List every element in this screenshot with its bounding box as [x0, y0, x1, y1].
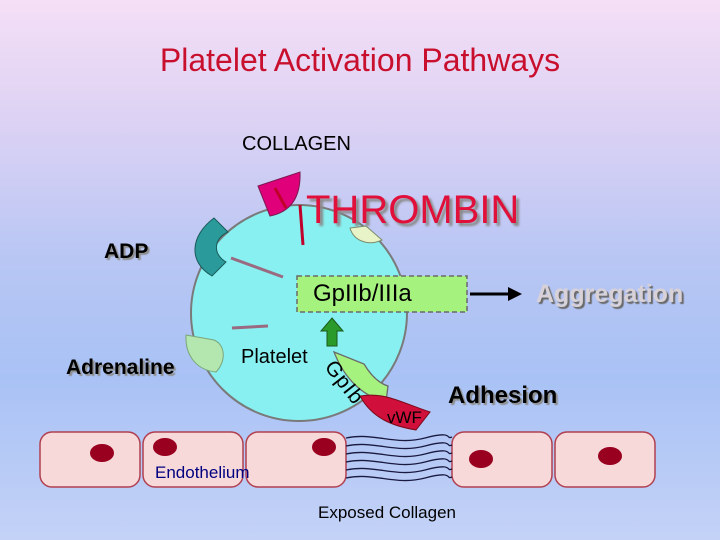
adp-pointer-line [230, 256, 284, 279]
platelet-label: Platelet [241, 346, 308, 368]
exposed-collagen-label: Exposed Collagen [318, 503, 456, 522]
collagen-fibers [345, 434, 453, 482]
nucleus [469, 450, 493, 468]
collagen-label: COLLAGEN [242, 133, 351, 155]
adrenaline-label: Adrenaline [66, 356, 175, 379]
adp-receptor [194, 217, 229, 277]
aggregation-label: Aggregation [536, 280, 684, 308]
endothelium-layer [39, 431, 656, 488]
nucleus [153, 438, 177, 456]
adrenaline-receptor [185, 334, 224, 373]
adrenaline-pointer-line [231, 324, 269, 330]
adp-label: ADP [104, 240, 149, 263]
endothelial-cell [451, 431, 553, 488]
page-title: Platelet Activation Pathways [159, 42, 561, 78]
gpiibiiia-receptor [296, 275, 468, 313]
collagen-pointer-line [273, 187, 288, 209]
vwf-molecule [359, 394, 431, 431]
gpib-receptor [332, 350, 389, 403]
thrombin-label: THROMBIN [306, 188, 520, 232]
nucleus [312, 438, 336, 456]
arrow-right-icon [470, 287, 522, 301]
nucleus [90, 444, 114, 462]
thrombin-pointer-line [298, 204, 305, 246]
adhesion-label: Adhesion [448, 382, 558, 409]
thrombin-receptor [349, 225, 383, 244]
vwf-label: vWF [387, 408, 422, 427]
arrow-up-icon [319, 317, 345, 347]
endothelial-cell [39, 431, 141, 488]
gpiibiiia-label: GpIIb/IIIa [313, 280, 412, 307]
endothelium-label: Endothelium [155, 463, 250, 482]
nucleus [598, 447, 622, 465]
